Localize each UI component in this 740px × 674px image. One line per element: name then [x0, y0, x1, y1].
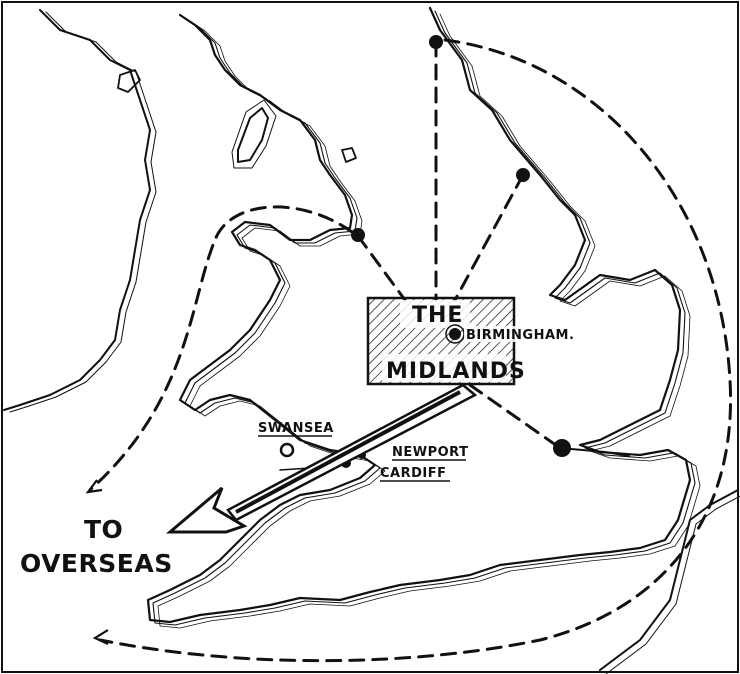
ireland-coastline: [3, 9, 157, 413]
destination-label-line2: OVERSEAS: [20, 549, 173, 578]
overseas-arrow: [165, 383, 478, 534]
route-west-arc: [88, 205, 354, 492]
midlands-title-line1: THE: [412, 303, 463, 328]
route-spoke-southeast: [468, 383, 562, 450]
routes: [88, 38, 733, 663]
island-small: [341, 147, 357, 163]
isle-of-man: [231, 99, 277, 169]
route-outer-arc: [98, 38, 733, 663]
port-dot-north: [429, 35, 443, 49]
coastlines: [3, 6, 740, 674]
port-markers: [279, 35, 571, 468]
place-labels: SWANSEA NEWPORT CARDIFF TO OVERSEAS: [20, 421, 468, 578]
island-nw: [117, 69, 141, 93]
arrow-head-icon: [165, 486, 248, 534]
route-spoke-northwest: [356, 234, 407, 302]
port-dot-humber: [516, 168, 530, 182]
route-spoke-northeast: [453, 173, 525, 302]
thames-river: [559, 447, 631, 457]
midlands-title-line2: MIDLANDS: [386, 359, 526, 384]
port-dot-swansea: [279, 442, 295, 458]
continent-coastline: [599, 489, 740, 674]
arrow-shaft-shadow: [235, 390, 461, 514]
west-arrowhead-icon: [85, 479, 103, 494]
swansea-label: SWANSEA: [258, 421, 334, 436]
port-dot-liverpool: [351, 228, 365, 242]
britain-coastline: [146, 6, 701, 629]
destination-label-line1: TO: [84, 515, 123, 544]
birmingham-label: BIRMINGHAM.: [466, 328, 574, 343]
birmingham-dot: [449, 328, 461, 340]
label-backdrop-the: [400, 300, 470, 328]
cardiff-label: CARDIFF: [380, 466, 447, 481]
port-dot-london: [553, 439, 571, 457]
midlands-box: THE MIDLANDS BIRMINGHAM.: [366, 296, 574, 386]
label-backdrop-birmingham: [464, 326, 554, 342]
south-arrowhead-icon: [92, 629, 109, 645]
newport-label: NEWPORT: [392, 445, 468, 460]
label-backdrop-midlands: [382, 354, 506, 382]
